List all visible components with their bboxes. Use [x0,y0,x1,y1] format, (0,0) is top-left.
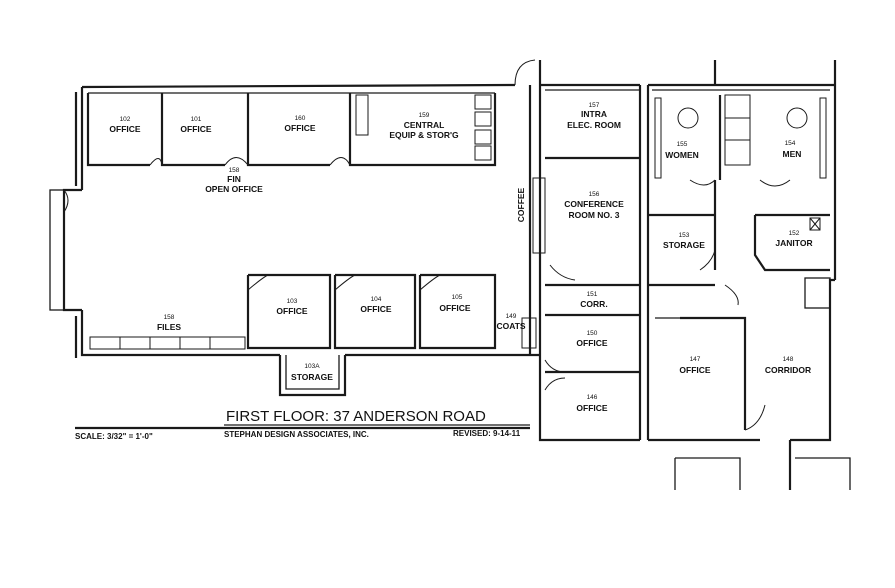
room-name: ROOM NO. 3 [568,210,619,220]
room-name: OFFICE [360,304,391,314]
room-name: OFFICE [576,338,607,348]
room-name: ELEC. ROOM [567,120,621,130]
room-number: 153 [679,232,690,239]
room-number: 148 [783,356,794,363]
firm-name: STEPHAN DESIGN ASSOCIATES, INC. [224,430,369,439]
room-number: 104 [371,296,382,303]
room-name: COFFEE [516,187,526,222]
room-number: 159 [419,112,430,119]
room-name: OFFICE [284,123,315,133]
drawing-title: FIRST FLOOR: 37 ANDERSON ROAD [226,408,486,425]
scale-note: SCALE: 3/32" = 1'-0" [75,432,153,441]
room-number: 102 [120,116,131,123]
room-name: STORAGE [663,240,705,250]
room-name: OFFICE [439,303,470,313]
title-block: FIRST FLOOR: 37 ANDERSON ROAD SCALE: 3/3… [75,408,530,441]
revised-date: REVISED: 9-14-11 [453,429,521,438]
room-name: CORR. [580,299,607,309]
room-name: OFFICE [679,365,710,375]
room-name: OFFICE [576,403,607,413]
east-wing-walls [514,59,851,490]
room-name: OPEN OFFICE [205,184,263,194]
room-number: 147 [690,356,701,363]
room-name: FILES [157,322,181,332]
room-name: MEN [783,149,802,159]
room-name: FIN [227,174,241,184]
room-name: COATS [496,321,525,331]
room-name: EQUIP & STOR'G [389,130,459,140]
room-name: OFFICE [276,306,307,316]
room-number: 155 [677,141,688,148]
room-labels: 102 OFFICE 101 OFFICE 160 OFFICE 159 CEN… [109,102,812,413]
room-number: 105 [452,294,463,301]
room-name: JANITOR [775,238,812,248]
room-number: 152 [789,230,800,237]
room-number: 149 [506,313,517,320]
room-name: WOMEN [665,150,699,160]
room-name: CENTRAL [404,120,445,130]
room-name: INTRA [581,109,607,119]
room-number: 160 [295,115,306,122]
room-number: 151 [587,291,598,298]
room-number: 103 [287,298,298,305]
room-name: OFFICE [109,124,140,134]
room-name: CONFERENCE [564,199,624,209]
bottom-offices-walls [89,273,537,397]
top-offices-walls [86,92,497,167]
room-number: 157 [589,102,600,109]
room-name: OFFICE [180,124,211,134]
room-number: 150 [587,330,598,337]
room-number: 158 [164,314,175,321]
room-number: 156 [589,191,600,198]
room-name: CORRIDOR [765,365,811,375]
room-number: 103A [304,363,320,370]
room-number: 146 [587,394,598,401]
room-name: STORAGE [291,372,333,382]
room-number: 154 [785,140,796,147]
room-number: 158 [229,167,240,174]
west-wing-walls [49,83,540,358]
room-number: 101 [191,116,202,123]
